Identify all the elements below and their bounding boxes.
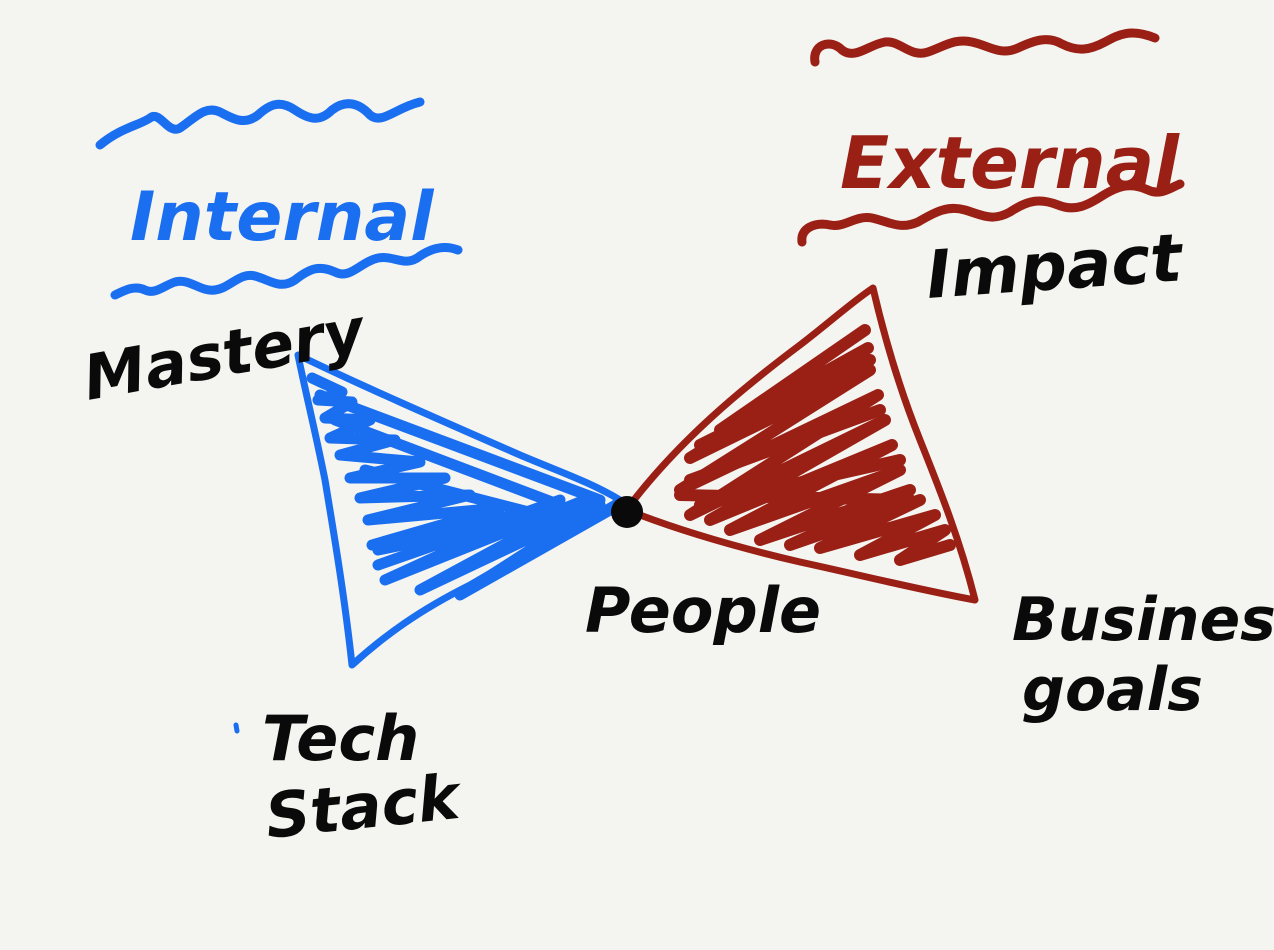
external-triangle-fill [674,324,956,566]
external-top-squiggle [810,28,1160,67]
internal-triangle-outline [294,351,624,669]
people-node-dot [611,496,643,528]
stray-mark [233,722,240,734]
internal-heading: Internal [130,178,435,257]
label-tech: Tech [262,702,419,775]
external-heading: External [840,121,1180,205]
internal-top-squiggle [95,97,425,150]
internal-heading-group: Internal [95,97,463,300]
external-triangle [626,284,979,604]
external-heading-group: External [797,28,1185,247]
external-bottom-squiggle [797,179,1185,247]
internal-bottom-squiggle [110,243,463,300]
label-business: Business [1012,585,1274,655]
external-triangle-outline [626,284,979,604]
internal-triangle-fill [306,372,616,601]
label-people: People [585,574,821,647]
label-impact: Impact [924,219,1187,314]
label-goals: goals [1022,655,1203,725]
internal-triangle [294,351,624,669]
